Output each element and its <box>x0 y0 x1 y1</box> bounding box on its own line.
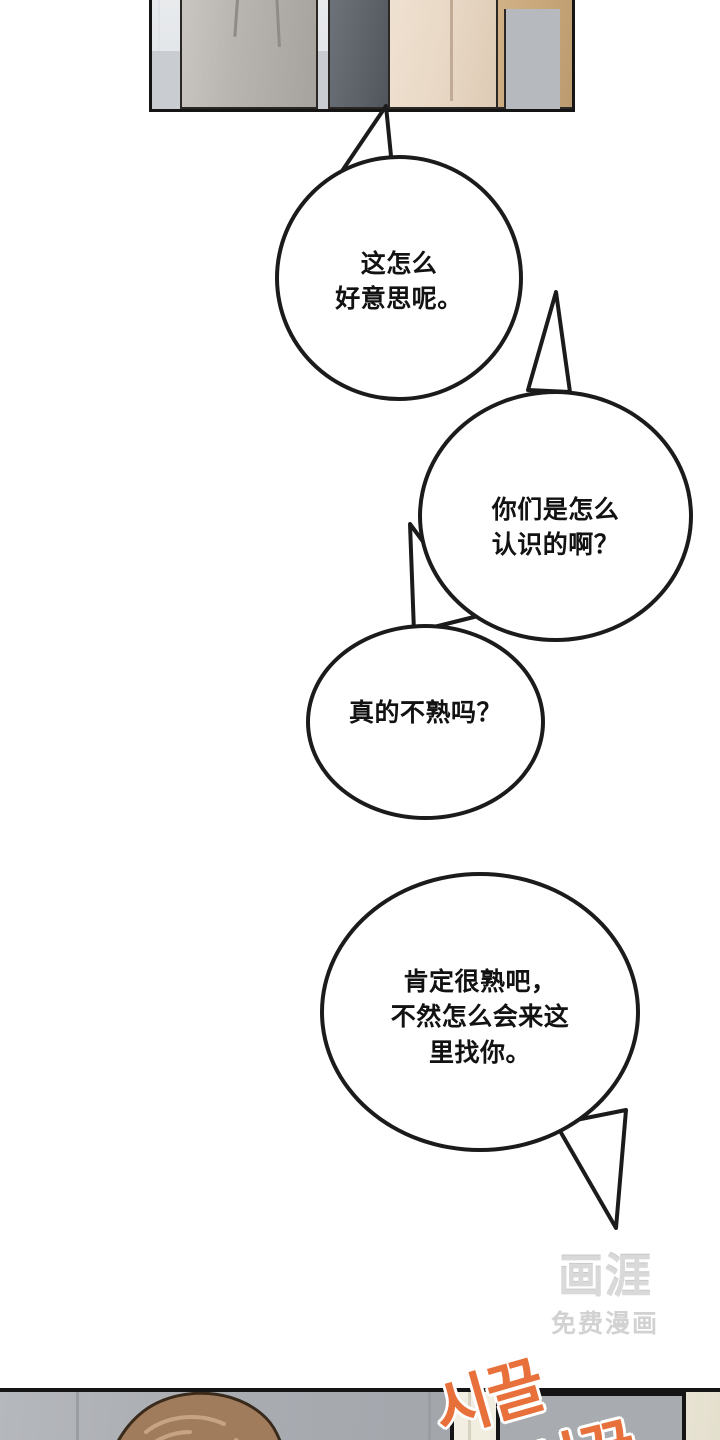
speech-bubble-3-text: 真的不熟吗？ <box>348 698 502 728</box>
lower-comic-panel <box>0 1388 720 1440</box>
character-tan-coat <box>496 0 572 109</box>
character-cream-coat <box>388 0 510 109</box>
door-panel <box>496 1392 686 1440</box>
speech-bubble-4: 肯定很熟吧， 不然怎么会来这 里找你。 <box>320 872 640 1152</box>
door-edge <box>468 1392 471 1440</box>
speech-bubble-1-text: 这怎么 好意思呢。 <box>335 248 463 314</box>
character-hair <box>117 1392 282 1440</box>
watermark-subtitle: 免费漫画 <box>550 1308 659 1338</box>
speech-bubble-3: 真的不熟吗？ <box>306 624 545 820</box>
wall-seam <box>428 1392 431 1440</box>
window-frame-line <box>158 0 160 53</box>
upper-comic-panel <box>149 0 575 112</box>
door <box>450 1392 720 1440</box>
bubble-4-tail <box>554 1108 628 1230</box>
coat-seam <box>450 0 453 101</box>
speech-bubble-4-text: 肯定很熟吧， 不然怎么会来这 里找你。 <box>390 966 570 1067</box>
trouser-leg <box>504 9 560 109</box>
wall-seam <box>76 1392 79 1440</box>
coat-fold <box>270 0 281 47</box>
character-grey-coat <box>180 0 318 109</box>
coat-fold <box>233 0 250 37</box>
watermark: 画涯 免费漫画 <box>530 1252 680 1340</box>
speech-bubble-1: 这怎么 好意思呢。 <box>275 155 523 401</box>
speech-bubble-2-text: 你们是怎么 认识的啊？ <box>491 494 620 560</box>
watermark-logo: 画涯 <box>558 1249 652 1303</box>
speech-bubble-2: 你们是怎么 认识的啊？ <box>418 390 693 642</box>
